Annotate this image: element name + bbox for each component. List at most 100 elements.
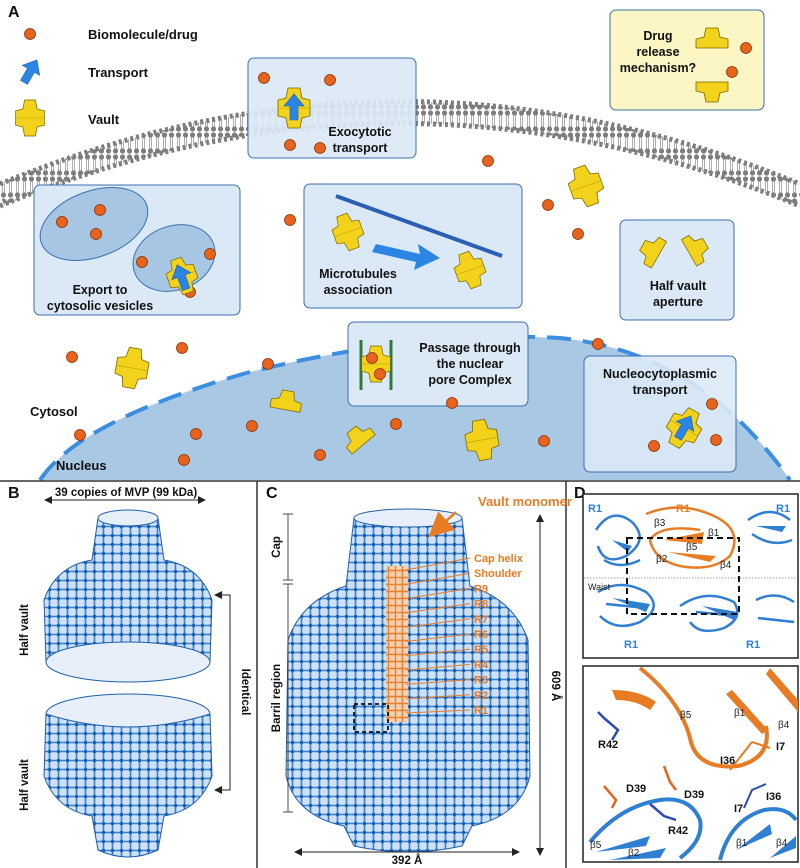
d-top-r1-center: R1 <box>676 503 690 515</box>
interface-zoom-panel <box>582 665 799 863</box>
d-top-beta1: β1 <box>708 528 720 539</box>
panel-a: A Biomolecule/drug Transport Vault Drug … <box>0 4 800 482</box>
half-vault-line1: Half vault <box>650 279 707 293</box>
panel-letter-d: D <box>574 485 586 502</box>
d-top-r1-bottom-left: R1 <box>624 639 638 651</box>
half-vault-top-label: Half vault <box>19 604 31 656</box>
exocytotic-line1: Exocytotic <box>328 125 391 139</box>
d-bottom-r42-top: R42 <box>598 739 618 751</box>
monomer-region-label: R8 <box>474 599 488 611</box>
vault-monomer-highlight <box>386 566 408 722</box>
d-bottom-beta1-orange: β1 <box>734 708 746 719</box>
nuclear-pore-line1: Passage through <box>419 341 520 355</box>
top-half-vault <box>43 509 213 683</box>
d-top-beta4: β4 <box>720 560 732 571</box>
legend: Biomolecule/drug Transport Vault <box>15 27 198 137</box>
drug-release-line3: mechanism? <box>620 61 696 75</box>
half-vault-aperture-box: Half vault aperture <box>619 219 735 321</box>
monomer-region-label: R1 <box>474 705 488 717</box>
d-bottom-beta2-blue: β2 <box>628 848 640 859</box>
nucleus-label: Nucleus <box>56 458 107 473</box>
nuclear-pore-line2: the nuclear <box>437 357 504 371</box>
d-top-waist: Waist <box>588 582 611 592</box>
mvp-copies-label: 39 copies of MVP (99 kDa) <box>55 487 197 499</box>
d-top-beta2: β2 <box>656 554 668 565</box>
nuclear-pore-box: Passage through the nuclear pore Complex <box>347 321 529 407</box>
identical-label: Identical <box>239 669 251 716</box>
monomer-leader-line <box>405 679 471 685</box>
panel-letter-a: A <box>8 4 20 21</box>
panel-c: C Vault monomer Cap Barril region 392 Å … <box>266 485 572 867</box>
cap-label: Cap <box>271 536 283 558</box>
microtubules-line2: association <box>324 283 393 297</box>
bottom-half-vault <box>43 693 213 858</box>
exocytotic-box: Exocytotic transport <box>247 57 417 159</box>
d-top-beta3: β3 <box>654 518 666 529</box>
width-label: 392 Å <box>392 854 423 867</box>
monomer-leader-line <box>405 709 471 714</box>
panel-d: D R1 R1 R1 Waist R1 R1 β3 β1 β5 β2 β4 <box>574 485 799 863</box>
nuclear-pore-line3: pore Complex <box>428 373 511 387</box>
microtubules-box: Microtubules association <box>303 183 523 309</box>
monomer-leader-line <box>405 663 471 671</box>
d-bottom-beta1-blue: β1 <box>736 838 748 849</box>
monomer-leader-line <box>405 603 471 614</box>
panel-letter-b: B <box>8 485 20 502</box>
monomer-leader-line <box>405 557 471 571</box>
export-line1: Export to <box>73 283 128 297</box>
d-bottom-i36-bottom: I36 <box>766 791 781 803</box>
cytosol-label: Cytosol <box>30 404 78 419</box>
monomer-leader-line <box>405 633 471 642</box>
d-top-r1-left: R1 <box>588 503 602 515</box>
monomer-region-label: R7 <box>474 614 488 626</box>
d-bottom-beta4-orange: β4 <box>778 720 790 731</box>
d-bottom-r42-bottom: R42 <box>668 825 688 837</box>
monomer-region-label: R6 <box>474 629 488 641</box>
d-bottom-i7-bottom: I7 <box>734 803 743 815</box>
monomer-leader-line <box>405 648 471 657</box>
drug-release-box: Drug release mechanism? <box>609 9 765 111</box>
d-bottom-beta5-blue: β5 <box>590 840 602 851</box>
height-label: 609 Å <box>549 671 562 702</box>
monomer-region-label: Shoulder <box>474 568 522 580</box>
d-bottom-d39-right: D39 <box>684 789 704 801</box>
export-box: Export to cytosolic vesicles <box>33 184 241 316</box>
nucleocytoplasmic-line2: transport <box>633 383 689 397</box>
monomer-region-label: R4 <box>474 659 489 671</box>
half-vault-bottom-label: Half vault <box>19 759 31 811</box>
panel-letter-c: C <box>266 485 278 502</box>
d-bottom-beta5-orange: β5 <box>680 710 692 721</box>
d-top-r1-right: R1 <box>776 503 790 515</box>
legend-biomolecule-label: Biomolecule/drug <box>88 27 198 42</box>
panel-b: B 39 copies of MVP (99 kDa) Half vault H… <box>8 485 251 858</box>
vault-monomer-label: Vault monomer <box>478 494 572 509</box>
export-line2: cytosolic vesicles <box>47 299 153 313</box>
d-top-beta5: β5 <box>686 542 698 553</box>
drug-release-line1: Drug <box>643 29 672 43</box>
monomer-region-label: R5 <box>474 644 488 656</box>
monomer-leader-line <box>405 618 471 628</box>
domain-contact-panel <box>582 493 799 659</box>
monomer-region-label: R2 <box>474 690 488 702</box>
monomer-region-label: R9 <box>474 583 488 595</box>
legend-vault-label: Vault <box>88 112 120 127</box>
half-vault-line2: aperture <box>653 295 703 309</box>
monomer-region-label: Cap helix <box>474 553 524 565</box>
monomer-leader-line <box>405 572 471 585</box>
monomer-region-label: R3 <box>474 675 488 687</box>
nucleocytoplasmic-box: Nucleocytoplasmic transport <box>583 355 737 473</box>
d-bottom-d39-left: D39 <box>626 783 646 795</box>
d-bottom-i7-top: I7 <box>776 741 785 753</box>
drug-release-line2: release <box>636 45 679 59</box>
nucleocytoplasmic-line1: Nucleocytoplasmic <box>603 367 717 381</box>
d-top-r1-bottom-right: R1 <box>746 639 760 651</box>
legend-transport-label: Transport <box>88 65 149 80</box>
exocytotic-line2: transport <box>333 141 389 155</box>
biomolecule-legend-icon <box>24 28 36 40</box>
monomer-leader-line <box>405 587 471 600</box>
d-bottom-i36-top: I36 <box>720 755 735 767</box>
monomer-leader-line <box>405 694 471 700</box>
d-bottom-beta4-blue: β4 <box>776 838 788 849</box>
